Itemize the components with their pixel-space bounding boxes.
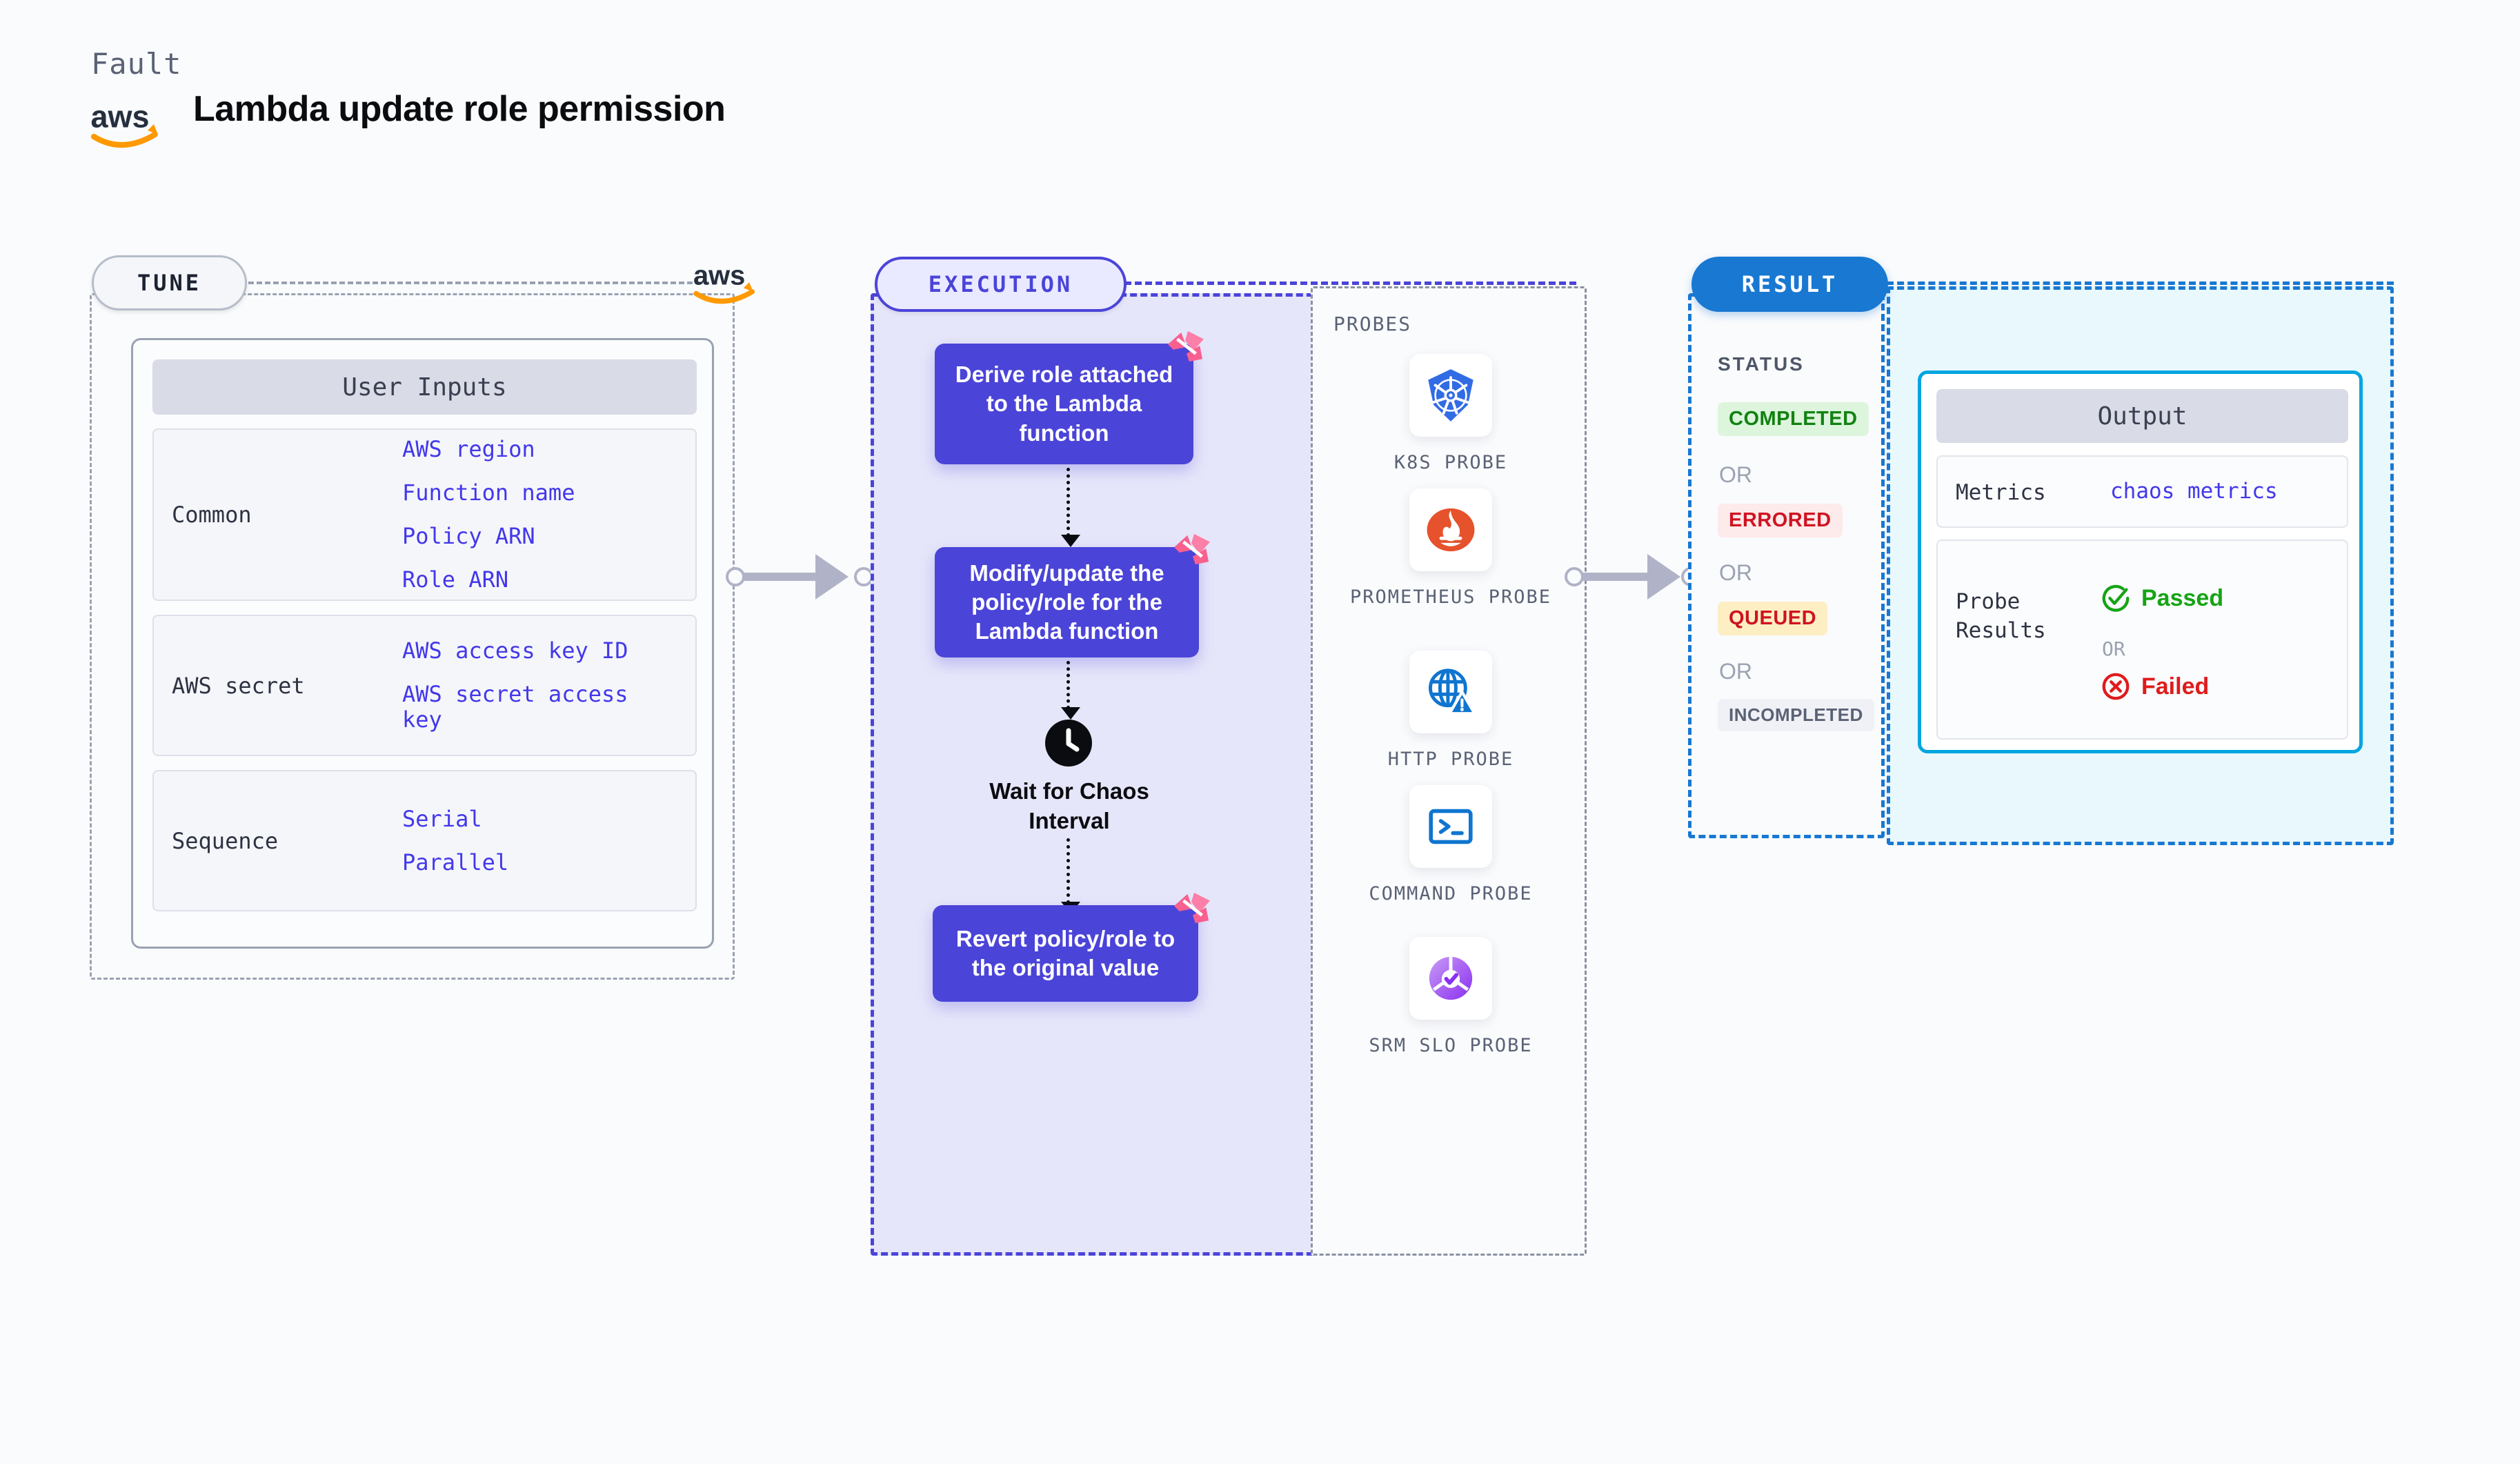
execution-step-2[interactable]: Modify/update the policy/role for the La… xyxy=(935,547,1199,657)
connector-dot xyxy=(726,567,745,586)
srm-slo-icon xyxy=(1429,956,1473,1000)
terminal-icon xyxy=(1429,809,1473,844)
probe-item-srm-slo[interactable]: SRM SLO PROBE xyxy=(1313,937,1589,1058)
or-separator: OR xyxy=(1719,462,1752,487)
tune-item[interactable]: Function name xyxy=(402,479,575,506)
output-title: Output xyxy=(1936,389,2348,443)
status-badge-incompleted: INCOMPLETED xyxy=(1718,699,1874,731)
status-title: STATUS xyxy=(1718,353,1805,375)
probe-tile xyxy=(1409,488,1492,571)
tune-item[interactable]: Role ARN xyxy=(402,566,509,593)
or-separator: OR xyxy=(1719,560,1752,585)
execution-step-3[interactable]: Revert policy/role to the original value xyxy=(933,905,1198,1002)
tune-item[interactable]: AWS access key ID xyxy=(402,637,628,664)
x-circle-icon xyxy=(2102,673,2130,700)
metrics-row: Metrics chaos metrics xyxy=(1936,455,2348,528)
metrics-label: Metrics xyxy=(1956,480,2046,505)
status-badge-completed: COMPLETED xyxy=(1718,402,1869,436)
probe-result-passed: Passed xyxy=(2100,582,2223,614)
http-globe-warning-icon xyxy=(1429,669,1477,715)
metrics-value[interactable]: chaos metrics xyxy=(2110,479,2278,504)
svg-text:aws: aws xyxy=(693,261,745,291)
or-separator: OR xyxy=(1719,659,1752,684)
tune-group-common: Common AWS region Function name Policy A… xyxy=(152,428,697,601)
connector-line xyxy=(742,573,839,581)
probe-label: K8S PROBE xyxy=(1393,452,1508,473)
tune-item[interactable]: AWS secret access key xyxy=(402,681,628,733)
user-inputs-card: User Inputs Common AWS region Function n… xyxy=(131,338,714,949)
wait-for-chaos-interval-label: Wait for Chaos Interval xyxy=(989,778,1149,833)
probe-label: PROMETHEUS PROBE xyxy=(1349,586,1552,608)
tune-aws-logo-icon: aws xyxy=(693,261,755,304)
litmus-logo-icon xyxy=(1174,533,1210,565)
probe-results-row: Probe Results Passed OR Failed xyxy=(1936,540,2348,740)
result-status-panel xyxy=(1688,293,1885,838)
or-separator: OR xyxy=(2102,637,2125,660)
svg-text:aws: aws xyxy=(91,99,150,135)
passed-label: Passed xyxy=(2141,584,2224,611)
result-badge[interactable]: RESULT xyxy=(1691,257,1888,312)
probe-tile xyxy=(1409,354,1492,437)
tune-group-label: Common xyxy=(172,502,252,528)
probe-label: SRM SLO PROBE xyxy=(1369,1035,1533,1056)
probes-title: PROBES xyxy=(1333,313,1412,335)
probe-item-k8s[interactable]: K8S PROBE xyxy=(1313,354,1589,475)
probe-tile xyxy=(1409,651,1492,733)
status-badge-errored: ERRORED xyxy=(1718,504,1843,537)
execution-step-1[interactable]: Derive role attached to the Lambda funct… xyxy=(935,344,1193,464)
tune-panel xyxy=(90,293,735,980)
prometheus-icon xyxy=(1427,508,1475,552)
execution-badge[interactable]: EXECUTION xyxy=(875,257,1127,312)
probe-results-label: Probe Results xyxy=(1956,589,2046,643)
tune-group-aws-secret: AWS secret AWS access key ID AWS secret … xyxy=(152,615,697,756)
kubernetes-icon xyxy=(1428,369,1474,422)
probe-item-command[interactable]: COMMAND PROBE xyxy=(1313,785,1589,907)
litmus-logo-icon xyxy=(1168,330,1204,362)
flow-arrow-3 xyxy=(1061,838,1080,914)
probes-panel: PROBES K8S PROBE xyxy=(1311,286,1587,1256)
output-card: Output Metrics chaos metrics Probe Resul… xyxy=(1918,370,2363,753)
probe-tile xyxy=(1409,785,1492,868)
status-badge-queued: QUEUED xyxy=(1718,602,1828,635)
tune-group-label: AWS secret xyxy=(172,672,305,699)
failed-label: Failed xyxy=(2141,673,2210,700)
flow-arrow-1 xyxy=(1061,468,1080,547)
clock-icon xyxy=(1045,720,1092,766)
tune-item[interactable]: Serial xyxy=(402,805,482,832)
tune-badge[interactable]: TUNE xyxy=(92,255,247,310)
aws-logo: aws xyxy=(91,99,158,148)
user-inputs-title: User Inputs xyxy=(152,359,697,415)
probe-tile xyxy=(1409,937,1492,1020)
probe-item-http[interactable]: HTTP PROBE xyxy=(1313,651,1589,772)
result-connector-dash xyxy=(1887,281,2394,285)
probe-label: COMMAND PROBE xyxy=(1369,883,1533,904)
probe-label: HTTP PROBE xyxy=(1387,749,1514,770)
page-title: Lambda update role permission xyxy=(193,89,726,129)
fault-kicker: Fault xyxy=(91,47,182,81)
connector-arrowhead xyxy=(815,554,849,600)
tune-item[interactable]: Parallel xyxy=(402,849,509,876)
tune-item[interactable]: AWS region xyxy=(402,436,535,463)
probe-result-failed: Failed xyxy=(2100,671,2209,702)
execution-connector-dash xyxy=(1124,281,1576,285)
tune-group-label: Sequence xyxy=(172,827,279,854)
tune-item[interactable]: Policy ARN xyxy=(402,523,535,549)
litmus-logo-icon xyxy=(1174,892,1210,924)
tune-connector-dash xyxy=(248,281,717,284)
flow-arrow-2 xyxy=(1061,661,1080,720)
check-circle-icon xyxy=(2102,584,2130,612)
tune-group-sequence: Sequence Serial Parallel xyxy=(152,770,697,911)
connector-arrowhead xyxy=(1647,554,1680,600)
probe-item-prometheus[interactable]: PROMETHEUS PROBE xyxy=(1313,488,1589,610)
